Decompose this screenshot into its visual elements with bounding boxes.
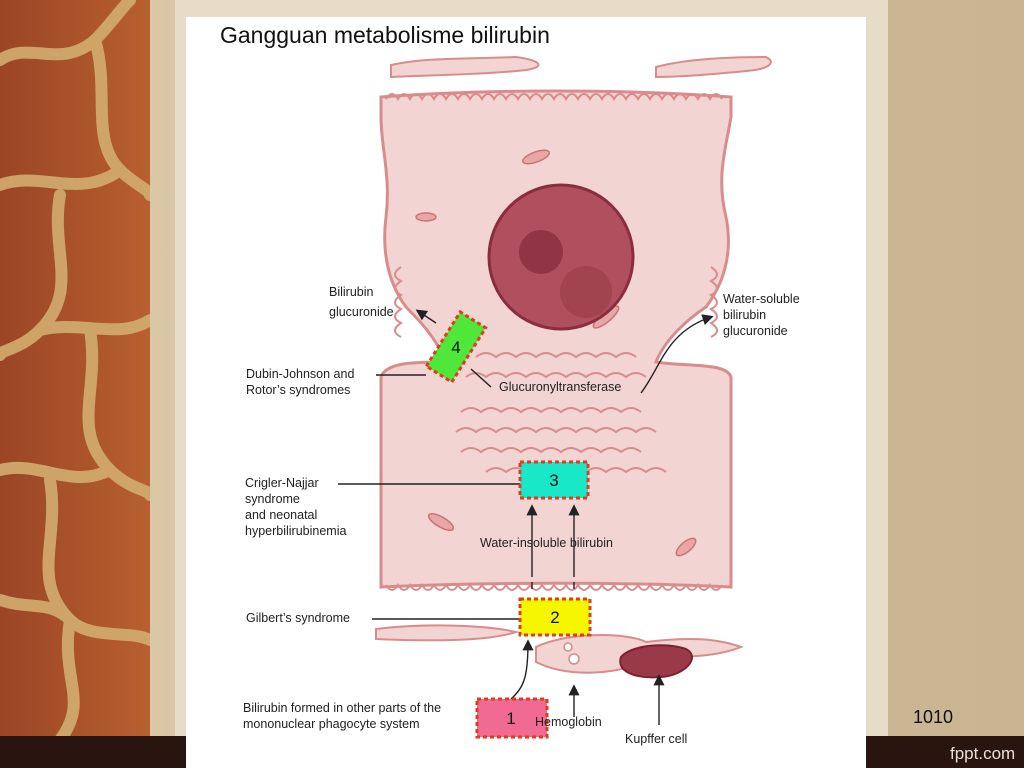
label-kupffer-cell: Kupffer cell bbox=[625, 732, 687, 746]
label-water-soluble-2: bilirubin bbox=[723, 308, 766, 322]
label-gilbert: Gilbert’s syndrome bbox=[246, 611, 350, 625]
label-dubin-johnson-2: Rotor’s syndromes bbox=[246, 383, 350, 397]
organelles bbox=[415, 149, 697, 557]
brand-watermark: fppt.com bbox=[950, 744, 1016, 763]
label-crigler-najjar-4: hyperbilirubinemia bbox=[245, 524, 346, 538]
step-box-3: 3 bbox=[518, 460, 590, 500]
label-dubin-johnson-1: Dubin-Johnson and bbox=[246, 367, 354, 381]
label-water-insoluble: Water-insoluble bilirubin bbox=[480, 536, 613, 550]
endoplasmic-reticulum bbox=[455, 352, 667, 474]
diagram-labels: Bilirubin glucuronide Water-soluble bili… bbox=[243, 285, 800, 746]
step-box-1: 1 bbox=[475, 697, 549, 739]
label-glucuronyltransferase: Glucuronyltransferase bbox=[499, 380, 621, 394]
label-bilirubin-glucuronide-2: glucuronide bbox=[329, 305, 394, 319]
label-crigler-najjar-3: and neonatal bbox=[245, 508, 317, 522]
page-number: 1010 bbox=[913, 707, 954, 727]
label-water-soluble-1: Water-soluble bbox=[723, 292, 800, 306]
label-crigler-najjar-2: syndrome bbox=[245, 492, 300, 506]
nucleus bbox=[487, 183, 635, 331]
label-bilirubin-formed-1: Bilirubin formed in other parts of the bbox=[243, 701, 441, 715]
arrows bbox=[338, 309, 714, 725]
sinusoid-top bbox=[390, 55, 772, 79]
sinusoid-bottom bbox=[375, 624, 744, 679]
giraffe-pattern-background bbox=[0, 0, 150, 768]
hepatocyte-diagram: 4 3 2 1 Bilirubin glucuronide Water-solu… bbox=[243, 55, 800, 746]
label-bilirubin-formed-2: mononuclear phagocyte system bbox=[243, 717, 419, 731]
hepatocyte-cell bbox=[379, 89, 733, 591]
step-box-2: 2 bbox=[518, 597, 592, 637]
label-hemoglobin: Hemoglobin bbox=[535, 715, 602, 729]
step-box-1-number: 1 bbox=[506, 709, 515, 728]
step-box-3-number: 3 bbox=[549, 471, 558, 490]
step-box-4-number: 4 bbox=[451, 338, 460, 357]
label-water-soluble-3: glucuronide bbox=[723, 324, 788, 338]
label-crigler-najjar-1: Crigler-Najjar bbox=[245, 476, 319, 490]
kupffer-cell-nucleus bbox=[619, 644, 693, 679]
label-bilirubin-glucuronide-1: Bilirubin bbox=[329, 285, 374, 299]
step-box-2-number: 2 bbox=[550, 608, 559, 627]
slide-title: Gangguan metabolisme bilirubin bbox=[220, 22, 550, 48]
